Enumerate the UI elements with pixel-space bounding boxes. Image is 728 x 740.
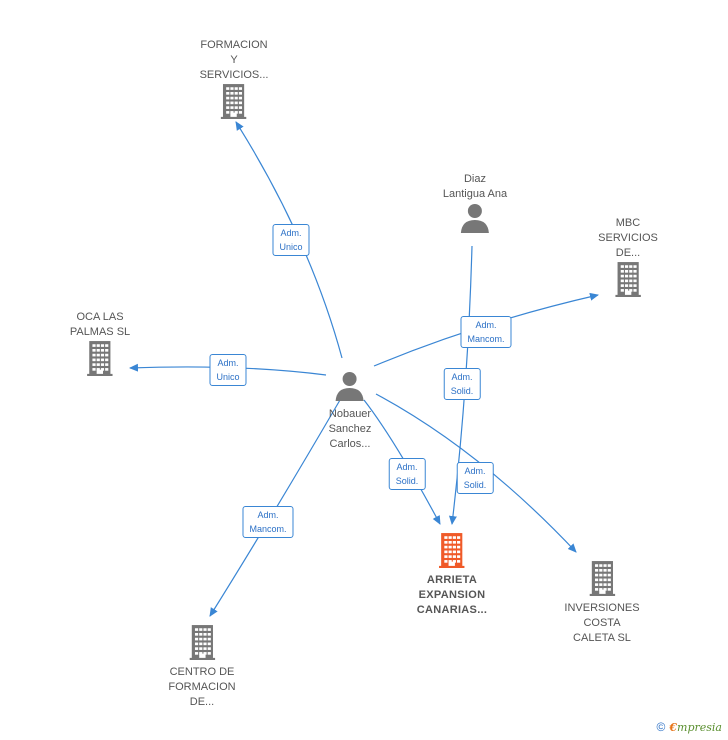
edge-label-nobauer-formacion[interactable]: Adm. Unico: [272, 224, 310, 256]
node-inversiones[interactable]: INVERSIONES COSTA CALETA SL: [564, 560, 640, 646]
footer-brand: ©€mpresia: [657, 720, 722, 734]
node-label: ARRIETA EXPANSION CANARIAS...: [416, 574, 488, 616]
brand-logo-initial: €: [669, 721, 678, 734]
building-icon: [613, 261, 643, 302]
node-label: Diaz Lantigua Ana: [442, 173, 508, 200]
node-label: FORMACION Y SERVICIOS...: [199, 39, 269, 81]
node-label: Nobauer Sanchez Carlos...: [328, 408, 372, 450]
copyright-symbol: ©: [656, 720, 666, 734]
building-icon: [219, 83, 249, 124]
building-icon: [437, 532, 467, 573]
node-mbc[interactable]: MBC SERVICIOS DE...: [598, 216, 658, 302]
person-icon: [460, 202, 490, 239]
person-icon: [335, 370, 365, 407]
edge-label-nobauer-arrieta[interactable]: Adm. Solid.: [388, 458, 426, 490]
edge-label-nobauer-oca[interactable]: Adm. Unico: [209, 354, 247, 386]
brand-logo-text: mpresia: [677, 721, 722, 734]
node-label: INVERSIONES COSTA CALETA SL: [564, 602, 640, 644]
node-label: CENTRO DE FORMACION DE...: [168, 666, 236, 708]
node-arrieta[interactable]: ARRIETA EXPANSION CANARIAS...: [417, 532, 488, 618]
node-label: MBC SERVICIOS DE...: [598, 217, 658, 259]
node-diaz[interactable]: Diaz Lantigua Ana: [443, 172, 507, 239]
edge-nobauer-inversiones: [375, 393, 577, 553]
edge-label-nobauer-inversiones[interactable]: Adm. Solid.: [456, 462, 494, 494]
node-centro[interactable]: CENTRO DE FORMACION DE...: [168, 624, 236, 710]
edge-label-nobauer-centro[interactable]: Adm. Mancom.: [242, 506, 294, 538]
edge-label-nobauer-mbc[interactable]: Adm. Mancom.: [460, 316, 512, 348]
node-oca[interactable]: OCA LAS PALMAS SL: [70, 310, 130, 381]
node-formacion[interactable]: FORMACION Y SERVICIOS...: [199, 38, 269, 124]
edge-nobauer-arrieta: [363, 399, 441, 525]
node-nobauer[interactable]: Nobauer Sanchez Carlos...: [328, 370, 372, 452]
building-icon: [85, 340, 115, 381]
node-label: OCA LAS PALMAS SL: [69, 311, 131, 338]
building-icon: [587, 560, 617, 601]
edge-label-diaz-arrieta[interactable]: Adm. Solid.: [443, 368, 481, 400]
building-icon: [187, 624, 217, 665]
